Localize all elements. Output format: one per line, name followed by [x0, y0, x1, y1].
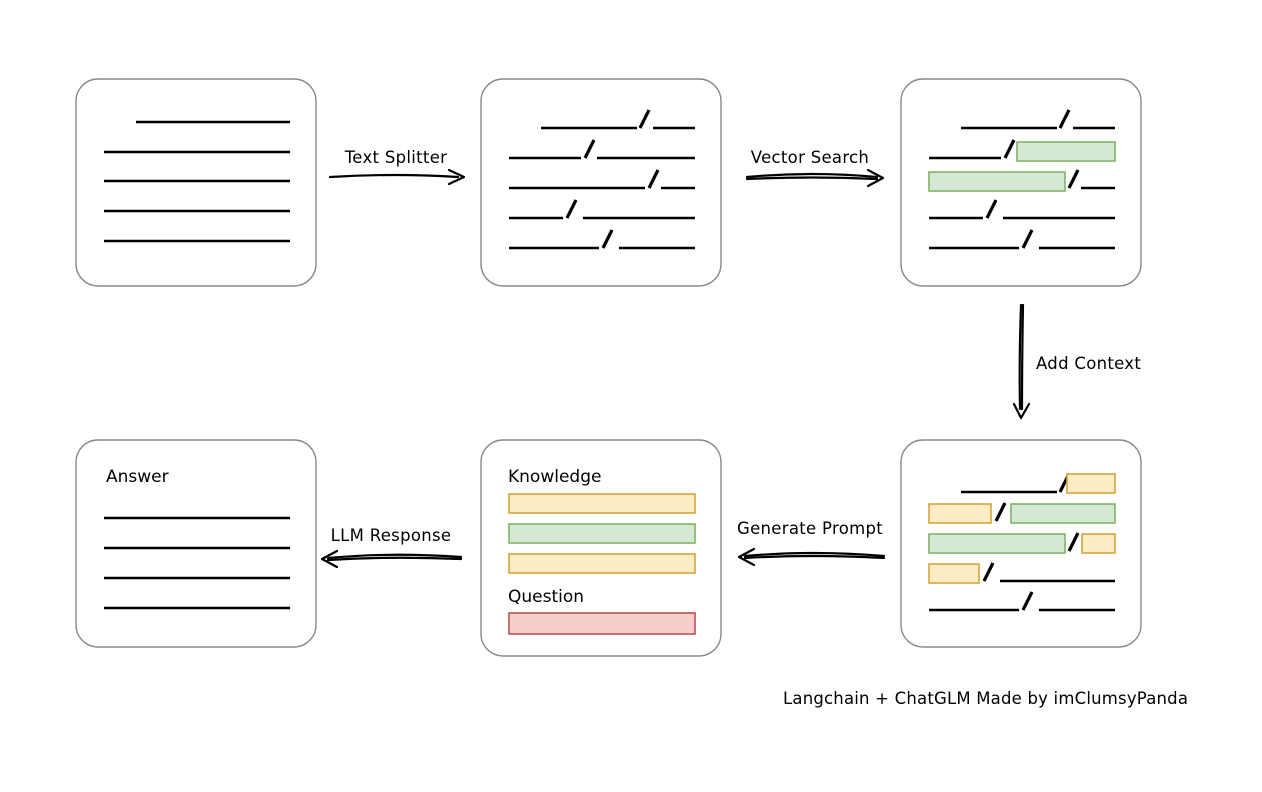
- question-bar-red[interactable]: [508, 612, 696, 635]
- knowledge-bar-green[interactable]: [508, 523, 696, 544]
- node-source-document[interactable]: [75, 78, 317, 287]
- slash-separator: [601, 229, 614, 249]
- context-chunk-yellow[interactable]: [1066, 473, 1116, 494]
- answer-title: Answer: [106, 467, 169, 487]
- slash-separator: [1067, 532, 1080, 552]
- edge-vector-search-label: Vector Search: [751, 148, 869, 167]
- arrow-head-left: [320, 549, 339, 569]
- knowledge-bar-yellow[interactable]: [508, 553, 696, 574]
- source-document-lines: [104, 120, 290, 243]
- slash-separator: [1067, 169, 1080, 189]
- node-vector-matched-chunks[interactable]: [900, 78, 1142, 287]
- slash-separator: [583, 139, 596, 159]
- slash-separator: [1021, 591, 1034, 611]
- context-chunk-yellow[interactable]: [928, 563, 980, 584]
- slash-separator: [994, 502, 1007, 522]
- slash-separator: [982, 562, 995, 582]
- slash-separator: [647, 169, 660, 189]
- vector-matched-rows: [928, 109, 1116, 250]
- context-chunks-rows: [928, 473, 1116, 612]
- edge-add-context-label: Add Context: [1036, 354, 1141, 373]
- context-chunk-yellow[interactable]: [1081, 533, 1116, 554]
- source-document-box[interactable]: [75, 78, 317, 287]
- matched-chunk-green[interactable]: [928, 171, 1066, 192]
- matched-chunk-green[interactable]: [1010, 503, 1116, 524]
- edge-text-splitter-label: Text Splitter: [344, 148, 448, 167]
- edge-text-splitter[interactable]: Text Splitter: [328, 148, 466, 186]
- arrow-head-right: [866, 168, 885, 188]
- edge-llm-response-label: LLM Response: [331, 526, 452, 545]
- arrow-shaft: [743, 551, 886, 558]
- knowledge-title: Knowledge: [508, 467, 601, 487]
- split-chunks-box[interactable]: [480, 78, 722, 287]
- arrow-shaft: [328, 173, 460, 179]
- knowledge-bar-yellow[interactable]: [508, 493, 696, 514]
- question-title: Question: [508, 587, 584, 607]
- edge-add-context[interactable]: Add Context: [1012, 303, 1141, 420]
- arrow-head-left: [737, 547, 756, 567]
- node-context-chunks[interactable]: [900, 439, 1142, 648]
- slash-separator: [1058, 109, 1071, 129]
- split-chunks-rows: [509, 109, 695, 250]
- arrow-shaft-secondary: [743, 554, 886, 560]
- arrow-head-right: [447, 168, 466, 186]
- slash-separator: [565, 199, 578, 219]
- slash-separator: [1021, 229, 1034, 249]
- arrow-shaft-secondary: [326, 556, 463, 562]
- matched-chunk-green[interactable]: [1016, 141, 1116, 162]
- arrow-shaft-secondary: [1020, 303, 1025, 411]
- arrow-head-down: [1012, 402, 1031, 420]
- edge-generate-prompt-label: Generate Prompt: [737, 519, 883, 538]
- node-prompt[interactable]: Knowledge Question: [480, 439, 722, 657]
- edge-generate-prompt[interactable]: Generate Prompt: [737, 519, 886, 567]
- arrow-shaft: [326, 553, 463, 560]
- edge-vector-search[interactable]: Vector Search: [745, 148, 885, 188]
- footer-credit: Langchain + ChatGLM Made by imClumsyPand…: [783, 689, 1188, 708]
- slash-separator: [638, 109, 651, 129]
- arrow-shaft: [745, 172, 879, 179]
- slash-separator: [985, 199, 998, 219]
- arrow-shaft: [1018, 303, 1023, 411]
- matched-chunk-green[interactable]: [928, 533, 1066, 554]
- node-split-chunks[interactable]: [480, 78, 722, 287]
- answer-box[interactable]: [75, 439, 317, 648]
- edge-llm-response[interactable]: LLM Response: [320, 526, 463, 569]
- answer-lines: [104, 516, 290, 610]
- arrow-shaft-secondary: [745, 176, 879, 181]
- context-chunk-yellow[interactable]: [928, 503, 992, 524]
- node-answer[interactable]: Answer: [75, 439, 317, 648]
- slash-separator: [1003, 139, 1016, 159]
